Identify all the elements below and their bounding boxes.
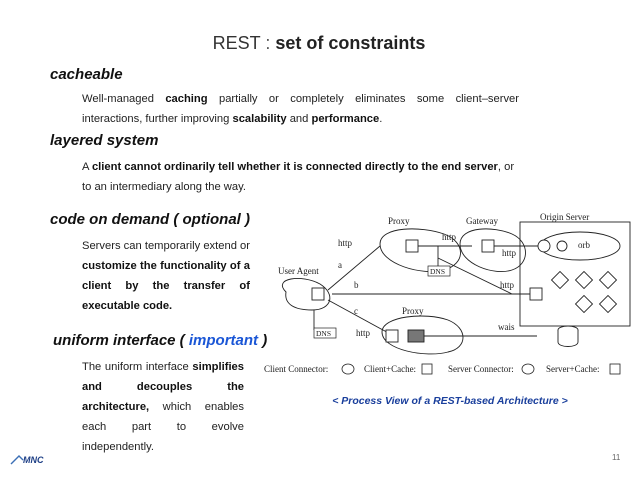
line-c [327,299,395,337]
diagram-caption: < Process View of a REST-based Architect… [332,395,568,407]
object-5 [598,294,618,314]
cacheable-b2: scalability [232,113,287,125]
ui-b1: simplifies and decouples the architectur… [82,361,244,413]
logo-text: MNC [23,455,44,465]
legend-client-cache-icon [421,363,433,375]
title-prefix: REST [212,33,261,53]
ui-heading-prefix: uniform interface ( [53,332,189,349]
label-wais: wais [498,322,515,332]
cacheable-b3: performance [311,113,380,125]
label-c: c [354,306,358,316]
legend-server-cache: Server+Cache: [546,364,600,374]
object-1 [550,270,570,290]
connector-origin [537,239,551,253]
connector-orb [556,240,568,252]
label-proxy-top: Proxy [388,216,410,226]
user-agent-loop [282,278,331,311]
legend-server-cache-icon [609,363,621,375]
title-separator: : [260,33,276,53]
layered-text: A client cannot ordinarily tell whether … [82,157,522,197]
layered-t1: A [82,161,92,173]
legend-client-cache: Client+Cache: [364,364,416,374]
dns-box-mid [427,265,451,277]
label-gateway: Gateway [466,216,498,226]
cacheable-t2: partially or completely eliminates some … [82,93,519,125]
code-on-demand-text: Servers can temporarily extend or custom… [82,236,250,316]
cache-node-proxy-bottom [385,329,399,343]
mnc-logo: MNC [10,455,44,465]
database-body [557,330,579,347]
label-http-right: http [502,248,517,258]
cacheable-b1: caching [165,93,208,105]
ui-t2: which enables each part to evolve indepe… [82,401,244,453]
proxy-bottom-loop [381,315,464,355]
object-2 [574,270,594,290]
object-3 [598,270,618,290]
label-a: a [338,260,342,270]
origin-server-box [519,221,631,327]
proxy-cache-block [407,329,425,343]
label-b: b [354,280,359,290]
line-a [327,245,381,291]
cacheable-t1: Well-managed [82,93,166,105]
label-orb: orb [578,240,590,250]
uniform-text: The uniform interface simplifies and dec… [82,357,244,457]
ui-t1: The uniform interface [82,361,193,373]
legend-client-connector-icon [341,363,355,375]
legend-client-connector: Client Connector: [264,364,328,374]
label-http-top: http [442,232,457,242]
heading-layered-system: layered system [50,132,159,149]
object-4 [574,294,594,314]
label-proxy-bottom: Proxy [402,306,424,316]
cacheable-text: Well-managed caching partially or comple… [82,89,519,129]
cod-t1: Servers can temporarily extend or [82,240,250,252]
label-dns-mid: DNS [430,267,445,276]
page-number: 11 [612,453,621,462]
slide-title: REST : set of constraints [0,33,638,54]
line-proxy-b [437,257,513,295]
heading-code-on-demand: code on demand ( optional ) [50,211,250,228]
cache-node-proxy [405,239,419,253]
label-user-agent: User Agent [278,266,319,276]
rest-process-diagram: Proxy Gateway Origin Server User Agent P… [264,212,631,375]
label-origin-server: Origin Server [540,212,589,222]
cacheable-t3: and [286,113,312,125]
cache-node-user-agent [311,287,325,301]
proxy-top-loop [379,228,461,272]
cache-node-gateway [481,239,495,253]
label-http-left: http [338,238,353,248]
ui-heading-suffix: ) [258,332,268,349]
ui-heading-accent: important [188,332,259,349]
cod-b1: customize the functionality of a client … [82,260,250,312]
legend-server-connector: Server Connector: [448,364,514,374]
heading-cacheable: cacheable [50,66,123,83]
dns-box-left [313,327,337,339]
heading-uniform-interface: uniform interface ( important ) [53,332,267,349]
label-dns-left: DNS [316,329,331,338]
label-http-mid: http [500,280,515,290]
gateway-loop [459,228,526,272]
legend-server-connector-icon [521,363,535,375]
title-main: set of constraints [275,33,426,53]
cacheable-t4: . [379,113,383,125]
layered-b1: client cannot ordinarily tell whether it… [91,161,498,173]
layered-t2: , or to an intermediary along the way. [82,161,515,193]
label-http-bottom: http [356,328,371,338]
cache-node-origin [529,287,543,301]
